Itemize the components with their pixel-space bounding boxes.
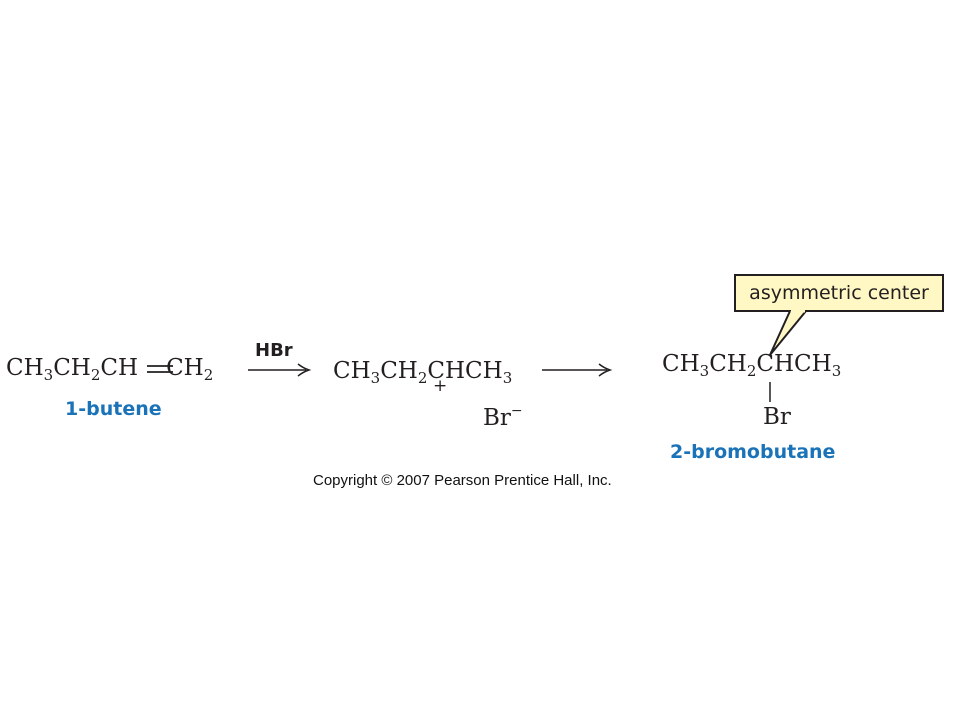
product-formula: CH3CH2CHCH3 — [662, 351, 842, 380]
reactant-name: 1-butene — [65, 398, 162, 420]
carbocation-charge: + — [433, 376, 448, 396]
intermediate-formula: CH3CH2CHCH3 — [333, 358, 513, 387]
reaction-arrow-1 — [248, 363, 312, 377]
product-substituent: Br — [763, 404, 791, 430]
callout-pointer — [769, 309, 807, 356]
callout-text: asymmetric center — [749, 282, 929, 304]
product-name: 2-bromobutane — [670, 441, 836, 463]
bromide-ion: Br− — [483, 403, 523, 431]
copyright-notice: Copyright © 2007 Pearson Prentice Hall, … — [313, 472, 612, 489]
reaction-arrow-2 — [542, 363, 613, 377]
reagent-label: HBr — [255, 340, 293, 361]
asymmetric-center-callout: asymmetric center — [734, 274, 944, 312]
